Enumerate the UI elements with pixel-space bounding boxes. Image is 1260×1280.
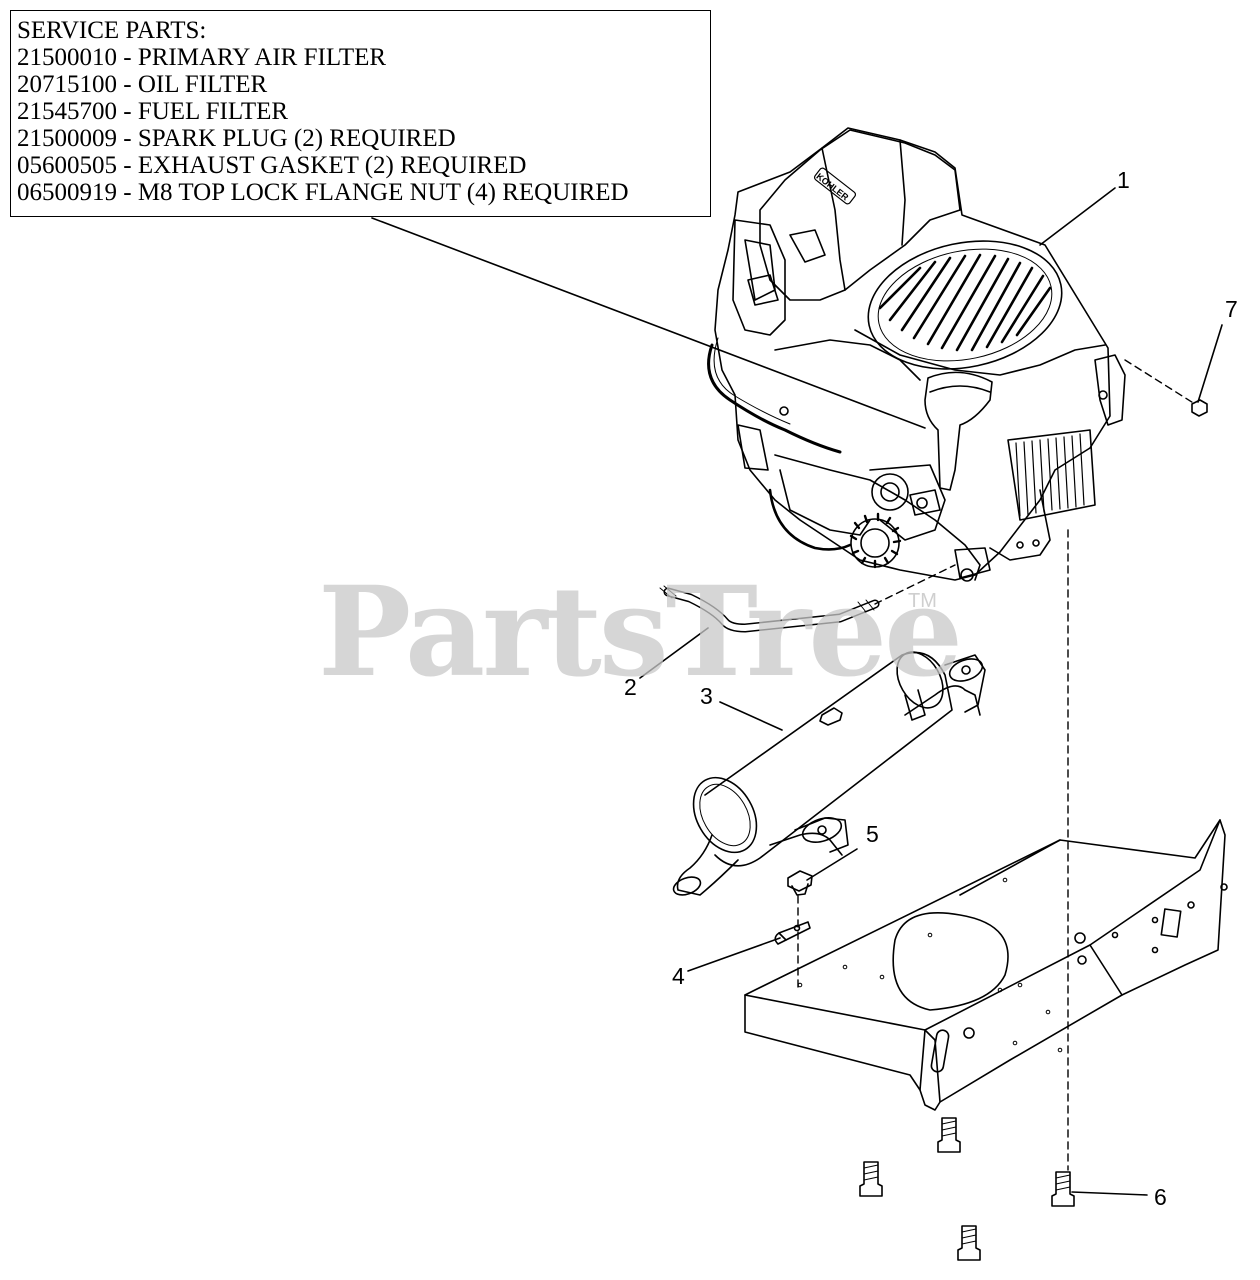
- engine-assembly: KOHLER: [707, 127, 1126, 582]
- service-parts-box: SERVICE PARTS: 21500010 - PRIMARY AIR FI…: [10, 10, 711, 217]
- callout-1[interactable]: 1: [1117, 167, 1130, 193]
- fuel-hose: [659, 585, 880, 633]
- nut-item-7: [1191, 399, 1208, 417]
- clamp-item-4: [774, 921, 811, 945]
- callout-4[interactable]: 4: [672, 963, 685, 989]
- service-part-line: 05600505 - EXHAUST GASKET (2) REQUIRED: [17, 152, 527, 179]
- bolts-item-6: [859, 1117, 1075, 1261]
- callout-7[interactable]: 7: [1225, 296, 1238, 322]
- callout-2[interactable]: 2: [624, 674, 637, 700]
- callout-3[interactable]: 3: [700, 683, 713, 709]
- service-part-line: 21545700 - FUEL FILTER: [17, 98, 289, 125]
- assembly-dash-lines: [797, 359, 1196, 1171]
- leader-lines: [371, 187, 1223, 1196]
- callout-6[interactable]: 6: [1154, 1184, 1167, 1210]
- muffler: [672, 651, 986, 896]
- service-part-line: 21500010 - PRIMARY AIR FILTER: [17, 44, 387, 71]
- bolt-item-5: [787, 870, 813, 896]
- callout-5[interactable]: 5: [866, 821, 879, 847]
- service-part-line: 06500919 - M8 TOP LOCK FLANGE NUT (4) RE…: [17, 179, 629, 206]
- service-parts-title: SERVICE PARTS:: [17, 17, 207, 44]
- engine-mounting-plate: [744, 819, 1228, 1111]
- service-part-line: 20715100 - OIL FILTER: [17, 71, 268, 98]
- service-part-line: 21500009 - SPARK PLUG (2) REQUIRED: [17, 125, 456, 152]
